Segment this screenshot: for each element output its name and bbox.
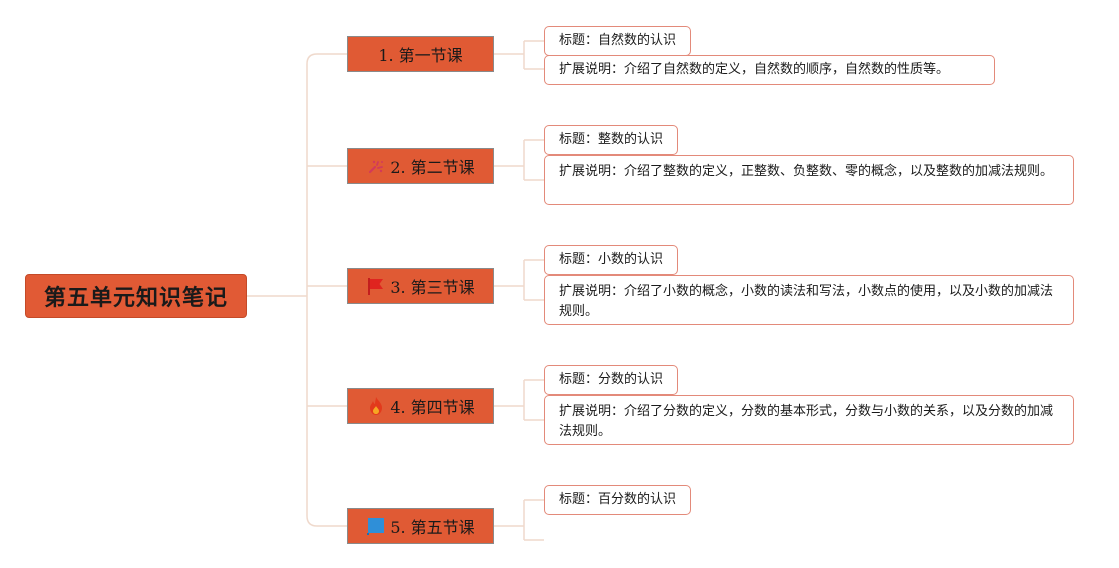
lesson-node-5[interactable]: 5. 第五节课 (347, 508, 494, 544)
lesson-node-2[interactable]: 2. 第二节课 (347, 148, 494, 184)
lesson-5-title[interactable]: 标题：百分数的认识 (544, 485, 692, 515)
lesson-4-desc[interactable]: 扩展说明：介绍了分数的定义，分数的基本形式，分数与小数的关系，以及分数的加减法规… (544, 395, 1074, 445)
title-text: 标题：百分数的认识 (559, 492, 677, 507)
lesson-label: 5. 第五节课 (390, 518, 475, 537)
lesson-label: 2. 第二节课 (390, 158, 475, 177)
lesson-2-title[interactable]: 标题：整数的认识 (544, 125, 679, 155)
red-flag-icon (366, 276, 386, 296)
desc-text: 扩展说明：介绍了自然数的定义，自然数的顺序，自然数的性质等。 (559, 62, 950, 77)
fire-icon (366, 396, 386, 416)
lesson-1-title[interactable]: 标题：自然数的认识 (544, 26, 692, 56)
title-text: 标题：自然数的认识 (559, 33, 677, 48)
blue-flag-icon (366, 516, 386, 536)
desc-text: 扩展说明：介绍了整数的定义，正整数、负整数、零的概念，以及整数的加减法规则。 (559, 164, 1054, 179)
desc-text: 扩展说明：介绍了小数的概念，小数的读法和写法，小数点的使用，以及小数的加减法规则… (559, 284, 1054, 319)
lesson-label: 1. 第一节课 (378, 46, 463, 65)
title-text: 标题：整数的认识 (559, 132, 664, 147)
title-text: 标题：分数的认识 (559, 372, 664, 387)
desc-text: 扩展说明：介绍了分数的定义，分数的基本形式，分数与小数的关系，以及分数的加减法规… (559, 404, 1054, 439)
lesson-3-desc[interactable]: 扩展说明：介绍了小数的概念，小数的读法和写法，小数点的使用，以及小数的加减法规则… (544, 275, 1074, 325)
title-text: 标题：小数的认识 (559, 252, 664, 267)
lesson-3-title[interactable]: 标题：小数的认识 (544, 245, 679, 275)
root-topic[interactable]: 第五单元知识笔记 (25, 274, 247, 318)
lesson-label: 3. 第三节课 (390, 278, 475, 297)
lesson-node-4[interactable]: 4. 第四节课 (347, 388, 494, 424)
lesson-label: 4. 第四节课 (390, 398, 475, 417)
lesson-node-1[interactable]: 1. 第一节课 (347, 36, 494, 72)
lesson-1-desc[interactable]: 扩展说明：介绍了自然数的定义，自然数的顺序，自然数的性质等。 (544, 55, 995, 85)
sparkle-icon (366, 156, 386, 176)
lesson-node-3[interactable]: 3. 第三节课 (347, 268, 494, 304)
lesson-2-desc[interactable]: 扩展说明：介绍了整数的定义，正整数、负整数、零的概念，以及整数的加减法规则。 (544, 155, 1074, 205)
lesson-4-title[interactable]: 标题：分数的认识 (544, 365, 679, 395)
